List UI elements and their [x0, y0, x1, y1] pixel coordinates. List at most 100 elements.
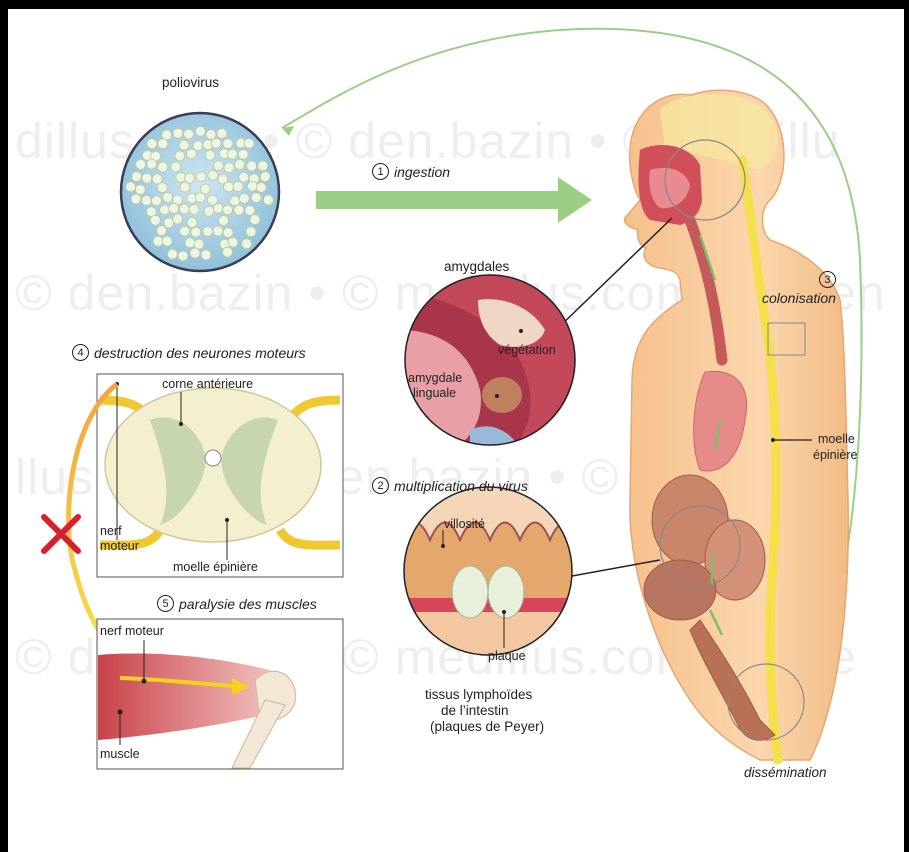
- step-text: ingestion: [394, 164, 450, 180]
- virus-particle: [160, 205, 170, 215]
- virus-particle: [193, 141, 203, 151]
- virus-particle: [169, 203, 179, 213]
- virus-particle: [179, 140, 189, 150]
- virus-particle: [195, 193, 205, 203]
- nerf-moteur-label-1: nerf: [100, 525, 122, 539]
- step-text: multiplication du virus: [394, 478, 528, 494]
- plaque-label: plaque: [488, 650, 526, 664]
- step-paralysie: 5 paralysie des muscles: [157, 595, 317, 612]
- virus-particle: [179, 204, 189, 214]
- step-text: destruction des neurones moteurs: [94, 345, 306, 361]
- virus-particle: [142, 173, 152, 183]
- virus-particle: [213, 226, 223, 236]
- virus-particle: [164, 218, 174, 228]
- virus-particle: [213, 203, 223, 213]
- virus-particle: [206, 130, 216, 140]
- step-number: 2: [372, 477, 389, 494]
- virus-particle: [178, 251, 188, 261]
- virus-particle: [208, 170, 218, 180]
- virus-particle: [158, 139, 168, 149]
- virus-particle: [185, 238, 195, 248]
- virus-particle: [244, 138, 254, 148]
- virus-particle: [180, 226, 190, 236]
- virus-particle: [239, 193, 249, 203]
- corne-anterieure-label: corne antérieure: [162, 378, 253, 392]
- virus-particle: [256, 182, 266, 192]
- virus-particle: [152, 196, 162, 206]
- nerf-moteur-leg-label: nerf moteur: [100, 625, 164, 639]
- step-number: 1: [372, 163, 389, 180]
- virus-particle: [217, 128, 227, 138]
- virus-particle: [167, 249, 177, 259]
- villosite-label: villosité: [444, 518, 485, 532]
- moelle-label-1: moelle: [818, 433, 855, 447]
- virus-particle: [205, 150, 215, 160]
- virus-particle: [147, 139, 157, 149]
- step-destruction: 4 destruction des neurones moteurs: [72, 344, 306, 361]
- virus-particle: [227, 149, 237, 159]
- nerf-moteur-label-2: moteur: [100, 540, 139, 554]
- poliovirus-dish: [121, 113, 279, 271]
- ingestion-arrow: [316, 177, 592, 223]
- virus-particle: [147, 159, 157, 169]
- virus-particle: [187, 217, 197, 227]
- moelle-epiniere-section-label: moelle épinière: [173, 561, 258, 575]
- virus-particle: [223, 205, 233, 215]
- virus-particle: [142, 196, 152, 206]
- virus-particle: [162, 236, 172, 246]
- virus-particle: [250, 214, 260, 224]
- virus-particle: [153, 236, 163, 246]
- human-body: [556, 90, 848, 760]
- virus-particle: [223, 227, 233, 237]
- dissemination-label: dissémination: [744, 766, 827, 781]
- virus-particle: [171, 162, 181, 172]
- virus-particle: [203, 226, 213, 236]
- virus-particle: [235, 159, 245, 169]
- gut-inset: [400, 486, 580, 672]
- virus-particle: [157, 226, 167, 236]
- virus-particle: [173, 128, 183, 138]
- virus-particle: [224, 163, 234, 173]
- virus-particle: [173, 214, 183, 224]
- virus-particle: [245, 205, 255, 215]
- virus-particle: [189, 204, 199, 214]
- virus-particle: [228, 237, 238, 247]
- virus-particle: [263, 195, 273, 205]
- step-text: colonisation: [762, 290, 836, 306]
- tonsil-inset: [400, 272, 580, 460]
- poliovirus-label: poliovirus: [162, 76, 219, 91]
- virus-particle: [163, 192, 173, 202]
- virus-particle: [184, 129, 194, 139]
- virus-particle: [195, 126, 205, 136]
- virus-particle: [223, 139, 233, 149]
- step-number: 4: [72, 344, 89, 361]
- virus-particle: [234, 205, 244, 215]
- virus-particle: [230, 196, 240, 206]
- virus-particle: [190, 248, 200, 258]
- virus-particle: [246, 227, 256, 237]
- virus-particle: [223, 247, 233, 257]
- virus-particle: [211, 138, 221, 148]
- virus-particle: [247, 161, 257, 171]
- virus-particle: [136, 159, 146, 169]
- muscle-label: muscle: [100, 748, 140, 762]
- virus-particle: [132, 172, 142, 182]
- blocked-cross-icon: [44, 517, 78, 551]
- virus-particle: [258, 161, 268, 171]
- moelle-label-2: épinière: [813, 449, 857, 463]
- virus-particle: [260, 172, 270, 182]
- virus-particle: [233, 182, 243, 192]
- tissus-label-2: de l’intestin: [441, 704, 509, 719]
- virus-particle: [150, 215, 160, 225]
- tissus-label-3: (plaques de Peyer): [430, 720, 544, 735]
- step-number: 5: [157, 595, 174, 612]
- step-number: 3: [819, 271, 836, 288]
- virus-particle: [158, 162, 168, 172]
- virus-particle: [251, 192, 261, 202]
- virus-particle: [201, 250, 211, 260]
- virus-particle: [213, 161, 223, 171]
- virus-particle: [180, 182, 190, 192]
- virus-particle: [239, 172, 249, 182]
- virus-particle: [157, 183, 167, 193]
- step-ingestion: 1 ingestion: [372, 163, 450, 180]
